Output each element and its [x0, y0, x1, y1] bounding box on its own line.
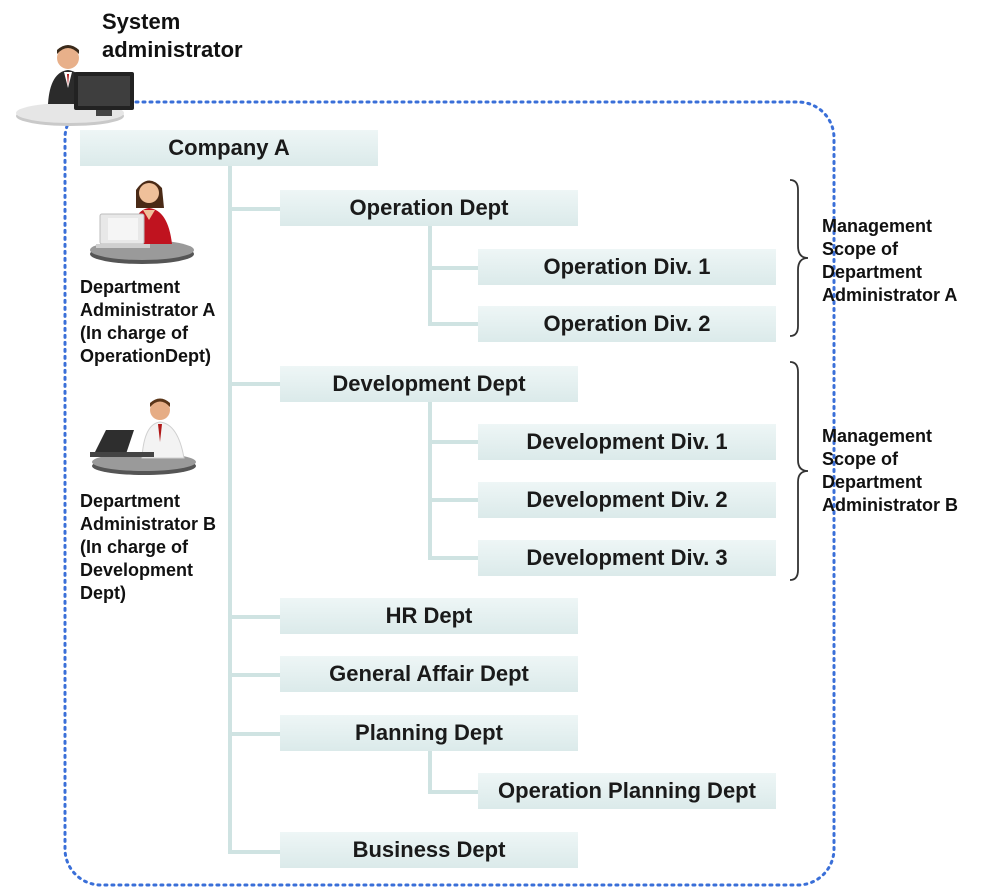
node-operation-dept: Operation Dept	[280, 190, 578, 226]
node-operation-div1: Operation Div. 1	[478, 249, 776, 285]
node-hr-dept: HR Dept	[280, 598, 578, 634]
branch-development-div1	[428, 440, 482, 444]
department-administrator-b-icon	[90, 398, 196, 475]
branch-operation-div2	[428, 322, 482, 326]
node-development-dept: Development Dept	[280, 366, 578, 402]
branch-development-div3	[428, 556, 482, 560]
node-planning-dept: Planning Dept	[280, 715, 578, 751]
system-admin-label: System administrator	[102, 9, 243, 62]
department-administrator-a-icon	[90, 180, 194, 264]
branch-development	[228, 382, 282, 386]
department-admin-a-label: Department Administrator A (In charge of…	[80, 277, 216, 366]
trunk-connector	[228, 166, 232, 854]
department-admin-b-label: Department Administrator B (In charge of…	[80, 491, 217, 603]
branch-business	[228, 850, 282, 854]
node-operation-planning-dept: Operation Planning Dept	[478, 773, 776, 809]
planning-sub-trunk	[428, 751, 432, 794]
operation-sub-trunk	[428, 226, 432, 326]
scope-a-label: Management Scope of Department Administr…	[822, 216, 958, 305]
development-sub-trunk	[428, 401, 432, 558]
node-development-div1: Development Div. 1	[478, 424, 776, 460]
node-development-div3: Development Div. 3	[478, 540, 776, 576]
node-development-div2: Development Div. 2	[478, 482, 776, 518]
branch-operation-planning	[428, 790, 478, 794]
node-business-dept: Business Dept	[280, 832, 578, 868]
scope-b-brace	[789, 361, 809, 581]
branch-general-affair	[228, 673, 282, 677]
node-general-affair-dept: General Affair Dept	[280, 656, 578, 692]
scope-b-label: Management Scope of Department Administr…	[822, 426, 959, 515]
branch-operation-div1	[428, 266, 482, 270]
branch-operation	[228, 207, 282, 211]
node-operation-div2: Operation Div. 2	[478, 306, 776, 342]
branch-development-div2	[428, 498, 482, 502]
scope-a-brace	[789, 179, 809, 337]
branch-hr	[228, 615, 282, 619]
node-company-a: Company A	[80, 130, 378, 166]
branch-planning	[228, 732, 282, 736]
system-administrator-icon	[16, 45, 134, 126]
